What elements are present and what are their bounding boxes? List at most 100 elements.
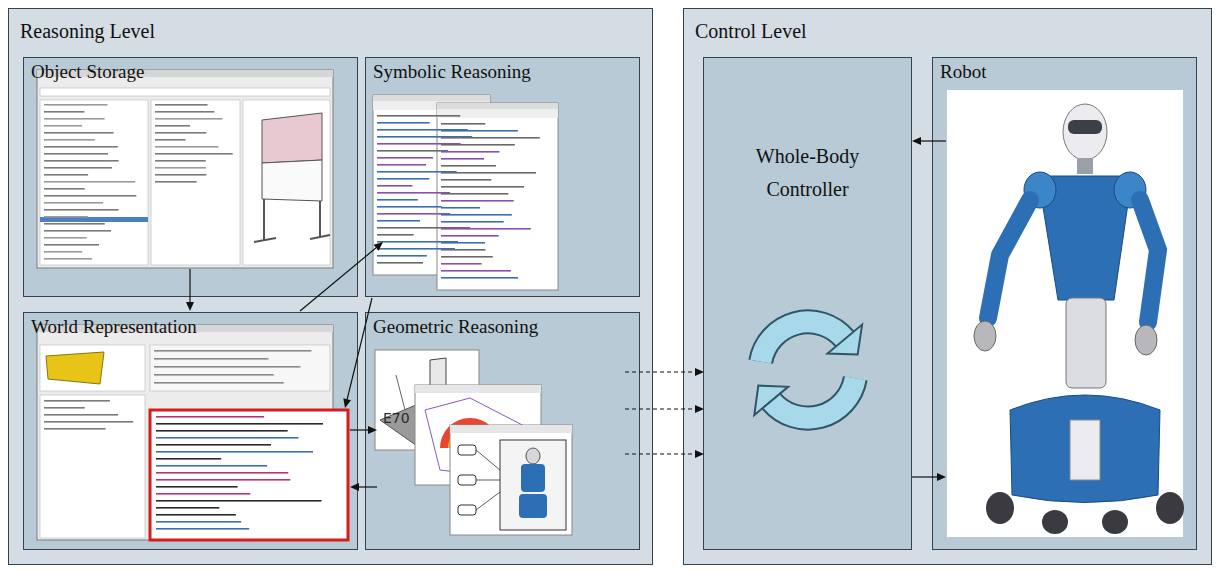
text-line (441, 158, 484, 160)
arrowhead (343, 398, 351, 408)
text-line (377, 192, 450, 194)
text-line (44, 428, 106, 430)
whiteboard-panel (262, 113, 322, 163)
text-line (441, 235, 499, 237)
text-line (377, 227, 470, 229)
module-panel: Geometric Reasoning (365, 312, 640, 550)
robot-wheel (1156, 492, 1184, 524)
whiteboard-leg (319, 201, 321, 237)
editor-window (373, 95, 490, 275)
arrowhead (695, 405, 704, 413)
mini-robot-body (521, 464, 545, 492)
window-titlebar (37, 325, 333, 332)
text-line (441, 277, 518, 279)
text-line (44, 167, 112, 169)
text-line (441, 179, 491, 181)
scene-line (396, 375, 405, 410)
cycle-arrowhead (754, 386, 788, 416)
text-line (44, 251, 82, 253)
object-preview (40, 345, 145, 391)
text-line (44, 118, 105, 120)
text-line (441, 200, 514, 202)
object-list (40, 395, 145, 538)
text-line (44, 188, 85, 190)
level-panel: Reasoning LevelObject StorageSymbolic Re… (8, 8, 653, 565)
cycle-arc (761, 322, 845, 362)
panel-title: Geometric Reasoning (373, 316, 538, 338)
text-line (156, 507, 219, 509)
controller-box: Whole-Body Controller (703, 57, 912, 550)
reachability-map (448, 426, 492, 448)
text-line (44, 230, 111, 232)
text-line (44, 216, 88, 218)
text-line (44, 146, 118, 148)
text-line (44, 237, 87, 239)
robot-shoulder (1024, 172, 1056, 208)
text-line (154, 366, 301, 368)
text-line (156, 472, 288, 474)
text-line (377, 143, 461, 145)
text-line (155, 153, 233, 155)
text-line (377, 171, 457, 173)
text-line (377, 178, 429, 180)
mini-robot-head (526, 448, 540, 464)
text-line (441, 193, 508, 195)
controller-label: Whole-Body Controller (743, 140, 873, 206)
boundary-polygon (425, 398, 532, 478)
editor-toolbar (437, 109, 558, 118)
search-field (40, 88, 330, 96)
text-line (441, 270, 511, 272)
connector-line (350, 429, 368, 430)
text-line (377, 241, 458, 243)
code-highlight-box (150, 410, 348, 540)
block-toolbar (450, 425, 572, 433)
list-rows (44, 104, 233, 260)
module-panel: Object Storage (23, 57, 358, 297)
reachability-map (440, 418, 500, 448)
model-label: E70 (383, 410, 410, 426)
whiteboard-model (430, 358, 446, 402)
text-line (377, 185, 413, 187)
robot-panel: Robot (932, 57, 1197, 550)
robot-head (1063, 104, 1107, 160)
editor-titlebar (373, 95, 490, 101)
object-storage-screenshot (37, 70, 333, 268)
connector-arrow (350, 483, 377, 491)
robot-wheel (986, 492, 1014, 524)
text-line (156, 500, 322, 502)
code-lines (377, 115, 540, 279)
connector-line (912, 476, 937, 477)
arrowhead (912, 137, 921, 145)
text-line (44, 400, 110, 402)
connector-arrow (912, 473, 946, 481)
robot-hand (974, 321, 996, 351)
plot-toolbar (415, 385, 541, 393)
kitchen-counter (380, 395, 478, 448)
text-line (156, 423, 323, 425)
text-line (441, 123, 485, 125)
code-lines (44, 350, 323, 530)
text-line (155, 160, 206, 162)
text-line (441, 207, 480, 209)
text-line (154, 374, 274, 376)
connector-line (347, 298, 372, 399)
text-line (156, 416, 264, 418)
text-line (156, 493, 250, 495)
text-line (156, 479, 290, 481)
arrowhead (937, 473, 946, 481)
reachability-map (456, 434, 484, 448)
panel-title: World Representation (31, 316, 197, 338)
text-line (155, 139, 186, 141)
connector-line (921, 140, 946, 141)
text-line (154, 350, 311, 352)
block-diagram (450, 425, 572, 535)
text-line (44, 160, 119, 162)
workspace-plot (415, 385, 541, 485)
property-table (150, 345, 330, 391)
text-line (44, 209, 119, 211)
robot-eyes (1068, 120, 1102, 134)
text-line (441, 172, 536, 174)
connector-line (359, 486, 377, 487)
text-line (44, 223, 105, 225)
arrowhead (368, 426, 377, 434)
